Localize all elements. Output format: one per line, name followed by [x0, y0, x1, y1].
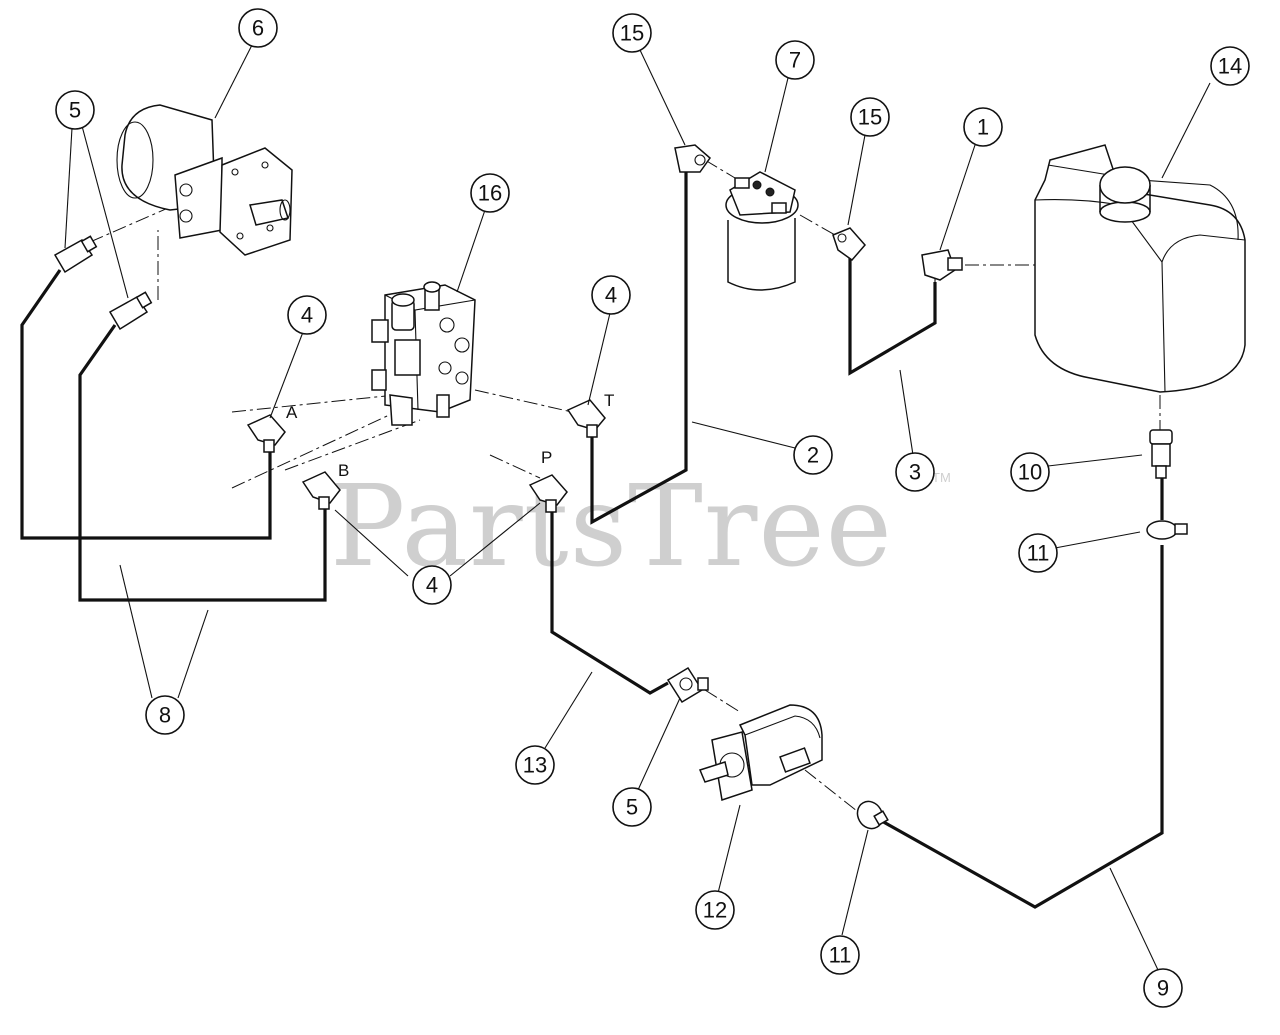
svg-text:12: 12 [703, 898, 727, 923]
callout-5-motor: 5 [55, 90, 95, 130]
callout-8: 8 [145, 695, 185, 735]
elbow-fitting-b [301, 471, 341, 510]
callout-11-lower: 11 [820, 935, 860, 975]
callout-10: 10 [1010, 452, 1050, 492]
callout-14: 14 [1210, 46, 1250, 86]
svg-text:4: 4 [301, 303, 313, 328]
svg-text:4: 4 [605, 283, 617, 308]
callout-1: 1 [963, 107, 1003, 147]
hose-3 [848, 255, 937, 376]
elbow-fitting-p [528, 474, 568, 513]
svg-text:4: 4 [426, 573, 438, 598]
svg-text:15: 15 [620, 21, 644, 46]
svg-text:9: 9 [1157, 976, 1169, 1001]
port-label-a: A [286, 403, 298, 422]
svg-text:11: 11 [829, 943, 852, 968]
fitting-5-upper [53, 235, 98, 274]
callout-15-right: 15 [850, 97, 890, 137]
svg-text:11: 11 [1027, 541, 1050, 566]
hose-8-upper [20, 269, 272, 540]
port-label-b: B [338, 461, 349, 480]
callout-3: 3 [895, 452, 935, 492]
svg-text:13: 13 [523, 753, 547, 778]
port-label-p: P [541, 448, 552, 467]
callout-13: 13 [515, 745, 555, 785]
svg-text:8: 8 [159, 703, 171, 728]
svg-text:5: 5 [69, 98, 81, 123]
hydraulic-tank-14 [1034, 144, 1246, 393]
callout-4-t: 4 [591, 275, 631, 315]
svg-text:3: 3 [909, 460, 921, 485]
svg-text:7: 7 [789, 48, 801, 73]
svg-text:1: 1 [977, 115, 989, 140]
callout-4-a: 4 [287, 295, 327, 335]
hose-8-lower [78, 324, 327, 602]
callout-5-pump: 5 [612, 787, 652, 827]
hose-2 [590, 172, 688, 525]
outlet-fitting-10 [1149, 429, 1173, 479]
svg-text:5: 5 [626, 795, 638, 820]
callout-9: 9 [1143, 968, 1183, 1008]
hydraulic-motor-6 [116, 104, 293, 256]
alignment-lines [89, 159, 1161, 816]
port-label-t: T [604, 391, 614, 410]
svg-text:16: 16 [478, 181, 502, 206]
fitting-5-lower [108, 291, 153, 331]
fitting-15-right [832, 227, 866, 262]
hose-group [20, 172, 1164, 909]
hose-clamp-11-lower [856, 800, 889, 830]
svg-text:10: 10 [1018, 460, 1042, 485]
control-valve-16 [371, 281, 476, 426]
hose-13 [550, 505, 669, 695]
callout-15-left: 15 [612, 13, 652, 53]
callout-11-upper: 11 [1018, 533, 1058, 573]
callout-12: 12 [695, 890, 735, 930]
svg-text:14: 14 [1218, 54, 1242, 79]
fitting-5-pump [666, 666, 709, 704]
hose-9 [879, 545, 1164, 909]
watermark-text: PartsTree [330, 462, 893, 592]
svg-text:6: 6 [252, 16, 264, 41]
callout-6: 6 [238, 8, 278, 48]
hydraulic-pump-12 [698, 704, 823, 801]
elbow-fitting-t [566, 399, 606, 438]
filter-7 [725, 171, 799, 291]
fitting-15-left [674, 144, 712, 173]
tank-fitting-1 [921, 249, 963, 290]
elbow-fitting-a [246, 414, 286, 453]
svg-text:2: 2 [807, 443, 819, 468]
leader-lines [64, 44, 1211, 971]
callout-2: 2 [793, 435, 833, 475]
svg-text:15: 15 [858, 105, 882, 130]
callout-16: 16 [470, 173, 510, 213]
callout-7: 7 [775, 40, 815, 80]
watermark-trademark: TM [932, 470, 951, 485]
hose-clamp-11-upper [1146, 520, 1188, 540]
callout-4-bp: 4 [412, 565, 452, 605]
